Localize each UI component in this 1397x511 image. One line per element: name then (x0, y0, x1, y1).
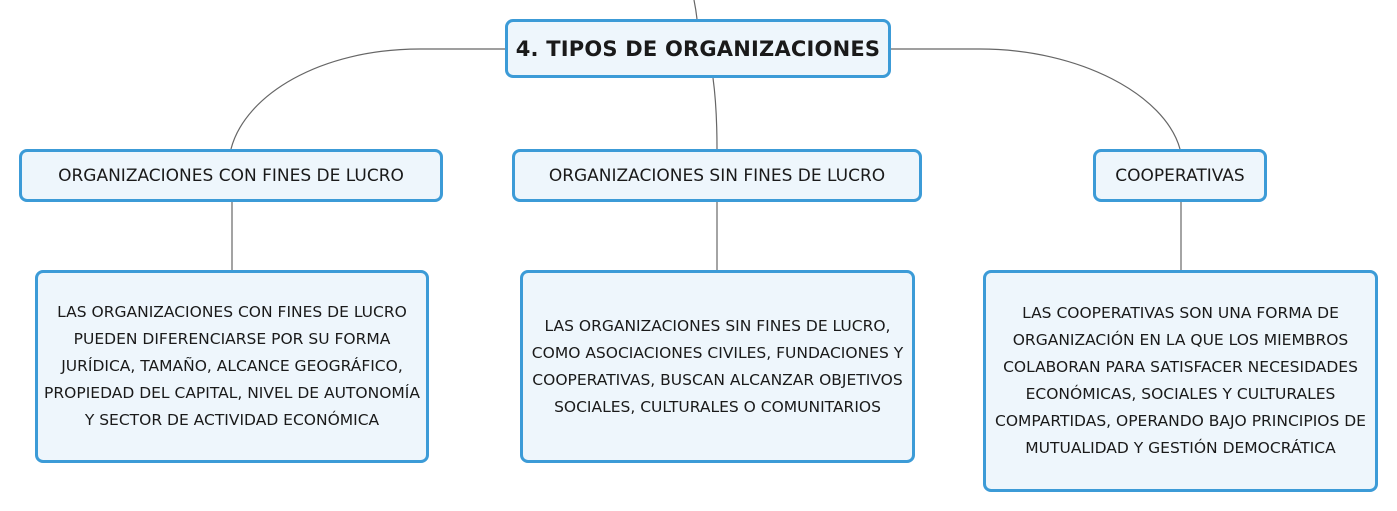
connector-root-sin-lucro (712, 77, 718, 150)
connector-root-cooperativas (891, 48, 1181, 150)
detail-sin-fines-de-lucro[interactable]: LAS ORGANIZACIONES SIN FINES DE LUCRO, C… (520, 270, 915, 463)
connector-parent-root (693, 0, 698, 20)
connector-root-lucro (230, 48, 505, 150)
topic-con-fines-de-lucro[interactable]: ORGANIZACIONES CON FINES DE LUCRO (19, 149, 443, 202)
detail-cooperativas-text: LAS COOPERATIVAS SON UNA FORMA DE ORGANI… (995, 304, 1366, 457)
detail-con-fines-de-lucro-text: LAS ORGANIZACIONES CON FINES DE LUCRO PU… (44, 303, 420, 429)
detail-cooperativas[interactable]: LAS COOPERATIVAS SON UNA FORMA DE ORGANI… (983, 270, 1378, 492)
root-topic[interactable]: 4. TIPOS DE ORGANIZACIONES (505, 19, 891, 78)
topic-con-fines-de-lucro-label: ORGANIZACIONES CON FINES DE LUCRO (58, 165, 404, 186)
topic-cooperativas[interactable]: COOPERATIVAS (1093, 149, 1267, 202)
topic-sin-fines-de-lucro[interactable]: ORGANIZACIONES SIN FINES DE LUCRO (512, 149, 922, 202)
topic-sin-fines-de-lucro-label: ORGANIZACIONES SIN FINES DE LUCRO (548, 165, 886, 186)
topic-cooperativas-label: COOPERATIVAS (1115, 165, 1245, 186)
detail-sin-fines-de-lucro-text: LAS ORGANIZACIONES SIN FINES DE LUCRO, C… (531, 316, 904, 416)
root-topic-label: 4. TIPOS DE ORGANIZACIONES (515, 36, 881, 61)
detail-con-fines-de-lucro[interactable]: LAS ORGANIZACIONES CON FINES DE LUCRO PU… (35, 270, 429, 463)
